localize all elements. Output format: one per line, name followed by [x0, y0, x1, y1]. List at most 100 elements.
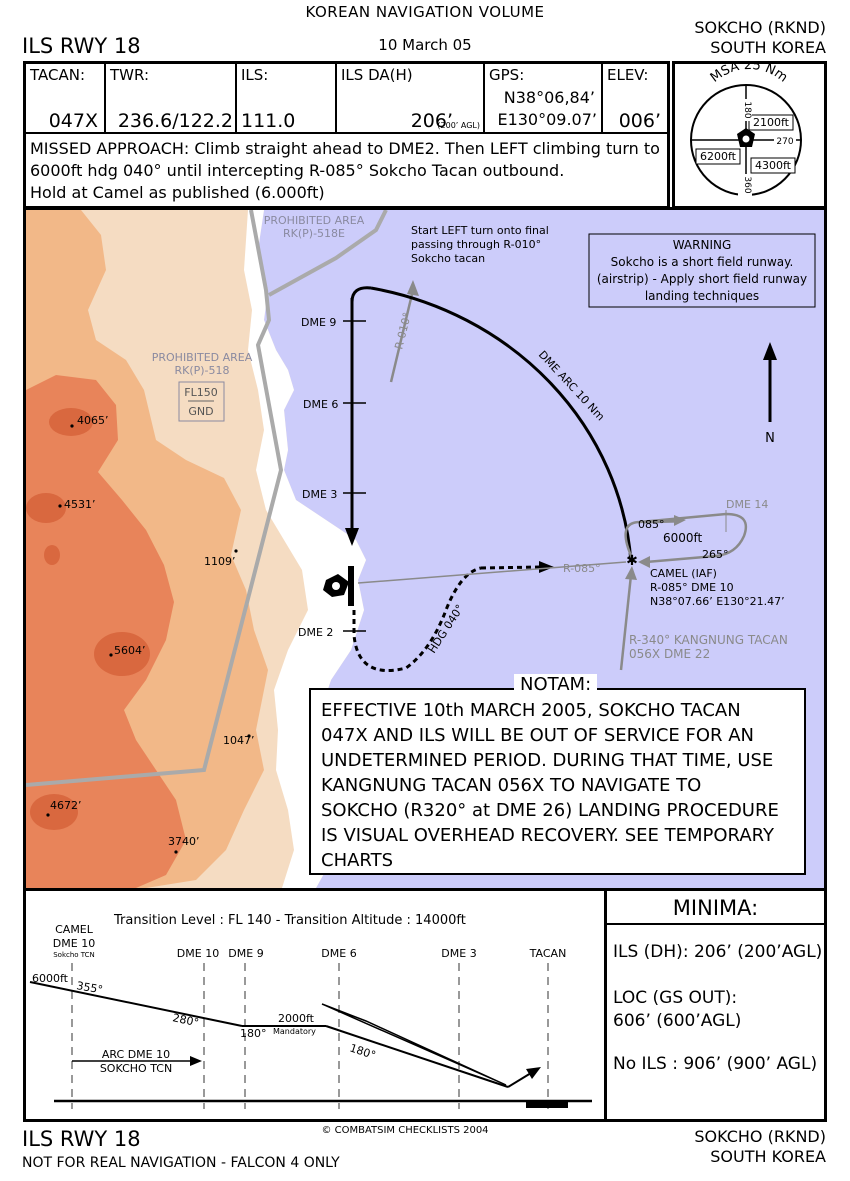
prohibited-518e-label-2: RK(P)-518E	[283, 227, 345, 240]
header-location: SOKCHO (RKND) SOUTH KOREA	[694, 18, 826, 58]
prohibited-518e-label-1: PROHIBITED AREA	[264, 214, 365, 227]
spot-4531-dot	[58, 504, 62, 508]
final-turn-corner	[350, 286, 372, 303]
camel-fix-icon: ✱	[626, 553, 638, 569]
notam-line-5: SOKCHO (R320° at DME 26) LANDING PROCEDU…	[321, 800, 779, 821]
msa-label-bg-360	[738, 174, 752, 196]
dme3-label: DME 3	[302, 488, 337, 501]
notam-box: EFFECTIVE 10th MARCH 2005, SOKCHO TACAN …	[309, 688, 806, 875]
profile-alt-6000: 6000ft	[32, 972, 69, 985]
notam-line-2: 047X AND ILS WILL BE OUT OF SERVICE FOR …	[321, 725, 755, 746]
camel-label-2: R-085° DME 10	[650, 581, 734, 594]
peak-4672	[30, 794, 78, 830]
north-label: N	[765, 431, 775, 446]
final-course-arrow	[345, 528, 359, 546]
radial-340-arrow	[625, 566, 637, 580]
msa-bearing-180: 180	[742, 101, 752, 118]
info-box: TACAN: 047X TWR: 236.6/122.2 ILS: 111.0 …	[23, 61, 670, 209]
radial-010-arrow	[407, 280, 419, 296]
profile-glide-slope-wedge	[321, 1003, 507, 1086]
chart-date: 10 March 05	[378, 36, 472, 54]
profile-bearing-180b: 180°	[348, 1041, 377, 1062]
tower-label: TWR:	[110, 66, 150, 84]
gps-cell: GPS: N38°06,84’ E130°09.07’	[485, 64, 603, 134]
profile-arc-label-2: SOKCHO TCN	[100, 1062, 172, 1075]
profile-descent-line	[29, 981, 243, 1027]
dme14-label: DME 14	[726, 498, 768, 511]
gps-label: GPS:	[489, 66, 525, 84]
warning-line1: Sokcho is a short field runway.	[611, 255, 794, 269]
minima-ils: ILS (DH): 206’ (200’AGL)	[613, 942, 823, 962]
holding-outbound-arrow	[674, 515, 686, 526]
prohibited-area-boundary	[26, 210, 284, 787]
missed-approach-track	[352, 566, 482, 673]
spot-4672-dot	[46, 813, 50, 817]
missed-approach-line3: Hold at Camel as published (6.000ft)	[30, 183, 325, 202]
footer-location-line1: SOKCHO (RKND)	[694, 1127, 826, 1146]
profile-bearing-280: 280°	[171, 1011, 200, 1029]
warning-line3: landing techniques	[645, 289, 759, 303]
radial-340-line	[619, 574, 633, 671]
flight-level-lower: GND	[188, 405, 213, 418]
start-turn-note-2: passing through R-010°	[411, 238, 541, 251]
radial-085-label: R-085°	[563, 562, 601, 575]
notam-title: NOTAM:	[514, 674, 598, 695]
dme-arc-10nm	[370, 286, 633, 563]
north-arrow-icon	[763, 342, 777, 360]
notam-line-1: EFFECTIVE 10th MARCH 2005, SOKCHO TACAN	[321, 700, 741, 721]
terrain-high	[26, 375, 186, 888]
notam-line-3: UNDETERMINED PERIOD. DURING THAT TIME, U…	[321, 750, 774, 771]
msa-diagram: MSA 25 Nm 2100ft 6200ft 4300ft 180 270 3…	[690, 58, 802, 196]
map-svg: 4065’ 4531’ 1109’ 5604’ 1047’ 4672’ 3740…	[26, 210, 816, 888]
msa-label-bg-270	[774, 136, 796, 146]
prohibited-area-518e-boundary	[268, 210, 388, 297]
peak-small	[44, 545, 60, 565]
msa-bearing-270: 270	[776, 137, 793, 147]
gps-longitude: E130°09.07’	[497, 110, 597, 129]
spot-elevation-1109: 1109’	[204, 555, 236, 568]
radial-010-line	[389, 289, 415, 383]
holding-085-label: 085°	[638, 518, 665, 531]
spot-4065-dot	[70, 424, 74, 428]
ils-value: 111.0	[241, 110, 296, 132]
peak-5604	[94, 632, 150, 676]
transition-text: Transition Level : FL 140 - Transition A…	[113, 913, 466, 928]
dme2-label: DME 2	[298, 626, 333, 639]
missed-approach-arrow	[539, 561, 554, 573]
spot-elevation-4672: 4672’	[50, 799, 82, 812]
ils-label: ILS:	[241, 66, 269, 84]
peak-4531	[26, 493, 66, 523]
footer-title: ILS RWY 18	[22, 1127, 141, 1151]
msa-alt-north: 2100ft	[753, 116, 790, 129]
profile-final-segment	[325, 1025, 509, 1088]
prohibited-518-label-1: PROHIBITED AREA	[152, 351, 253, 364]
tacan-cell: TACAN: 047X	[26, 64, 106, 134]
profile-tacan-label: TACAN	[529, 947, 567, 960]
kangnung-label-2: 056X DME 22	[629, 647, 710, 661]
profile-bearing-355: 355°	[75, 979, 103, 996]
minima-title: MINIMA:	[672, 896, 759, 920]
msa-title: MSA 25 Nm	[708, 64, 790, 86]
dme9-label: DME 9	[301, 316, 336, 329]
footer-copyright: © COMBATSIM CHECKLISTS 2004	[321, 1125, 489, 1136]
holding-inbound-arrow	[638, 556, 650, 568]
msa-sector-south	[750, 157, 796, 174]
spot-elevation-1047: 1047’	[223, 734, 255, 747]
profile-arc-arrow	[190, 1056, 202, 1066]
profile-mandatory: Mandatory	[273, 1027, 316, 1036]
notam-line-4: KANGNUNG TACAN 056X TO NAVIGATE TO	[321, 775, 702, 796]
kangnung-label-1: R-340° KANGNUNG TACAN	[629, 633, 788, 647]
spot-3740-dot	[174, 850, 178, 854]
holding-265-label: 265°	[702, 548, 729, 561]
msa-sector-west	[695, 148, 741, 165]
profile-dme3-label: DME 3	[441, 947, 476, 960]
warning-box	[588, 233, 816, 308]
gps-latitude: N38°06,84’	[503, 88, 595, 107]
flight-level-box	[178, 381, 225, 422]
radial-085-line	[357, 561, 627, 584]
volume-title: KOREAN NAVIGATION VOLUME	[305, 3, 545, 21]
profile-bearing-180a: 180°	[240, 1027, 267, 1040]
tacan-value: 047X	[48, 110, 98, 132]
footer-location: SOKCHO (RKND) SOUTH KOREA	[694, 1127, 826, 1167]
warning-line2: (airstrip) - Apply short field runway	[597, 272, 807, 286]
